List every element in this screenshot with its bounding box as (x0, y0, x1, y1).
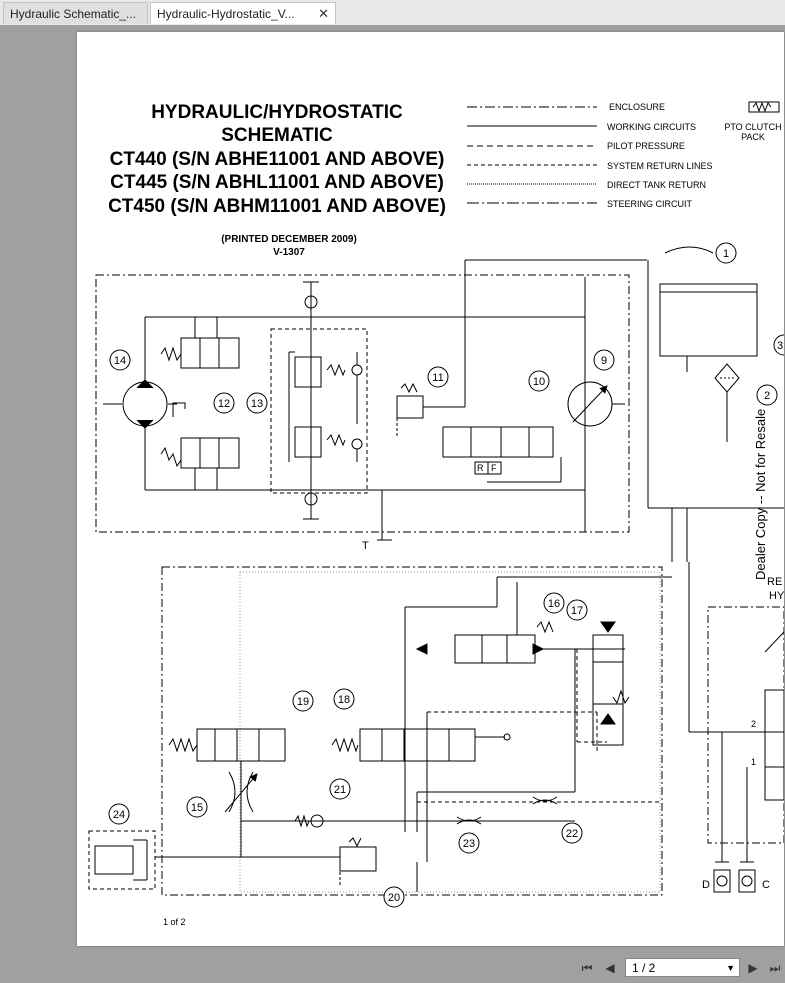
callout-18: 18 (333, 688, 355, 710)
svg-text:17: 17 (571, 605, 583, 617)
svg-text:23: 23 (463, 838, 475, 850)
callout-23: 23 (458, 832, 480, 854)
first-page-icon[interactable]: ⏮ (581, 961, 593, 975)
svg-text:19: 19 (297, 696, 309, 708)
partial-re-label: RE (767, 576, 782, 588)
callout-3: 3 (773, 334, 784, 356)
svg-text:9: 9 (601, 355, 607, 367)
right-partial-circuit (688, 562, 784, 893)
legend-pilot: PILOT PRESSURE (607, 141, 685, 151)
callout-21: 21 (329, 778, 351, 800)
pdf-page: HYDRAULIC/HYDROSTATIC SCHEMATIC CT440 (S… (77, 32, 784, 946)
lower-circuit (88, 566, 672, 896)
reservoir (647, 246, 784, 562)
svg-text:13: 13 (251, 398, 263, 410)
svg-text:21: 21 (334, 784, 346, 796)
svg-text:14: 14 (114, 355, 126, 367)
legend-working: WORKING CIRCUITS (607, 122, 696, 132)
callout-19: 19 (292, 690, 314, 712)
title-line-1: HYDRAULIC/HYDROSTATIC (151, 102, 403, 123)
svg-text:24: 24 (113, 809, 125, 821)
tab-label: Hydraulic Schematic_... (10, 7, 137, 21)
pto-label-2: PACK (741, 132, 765, 142)
title-line-5: CT450 (S/N ABHM11001 AND ABOVE) (108, 196, 446, 217)
tab-bar: Hydraulic Schematic_... Hydraulic-Hydros… (0, 0, 785, 26)
svg-text:18: 18 (338, 694, 350, 706)
dealer-copy-watermark: Dealer Copy -- Not for Resale (753, 409, 768, 580)
svg-text:20: 20 (388, 892, 400, 904)
legend-return: SYSTEM RETURN LINES (607, 161, 713, 171)
legend: ENCLOSURE WORKING CIRCUITS PILOT PRESSUR… (467, 101, 782, 209)
callout-16: 16 (543, 592, 565, 614)
pto-label-1: PTO CLUTCH (724, 122, 781, 132)
callout-2: 2 (756, 384, 778, 406)
tab-hydraulic-schematic[interactable]: Hydraulic Schematic_... (3, 2, 148, 24)
callouts: 1 2 3 9 10 11 12 13 14 15 16 17 18 19 20… (108, 242, 784, 908)
callout-17: 17 (566, 599, 588, 621)
document-viewer[interactable]: HYDRAULIC/HYDROSTATIC SCHEMATIC CT440 (S… (0, 25, 785, 952)
chevron-down-icon: ▼ (726, 963, 735, 973)
callout-1: 1 (715, 242, 737, 264)
viewer-toolbar: ⏮ ◀ 1 / 2 ▼ ▶ ⏭ (0, 952, 785, 983)
svg-text:2: 2 (764, 390, 770, 402)
port-labels: R F D C 2 1 RE HY 1 of 2 (163, 463, 784, 927)
port-r-label: R (477, 463, 484, 473)
legend-tank: DIRECT TANK RETURN (607, 180, 706, 190)
printed-date: (PRINTED DECEMBER 2009) (221, 234, 357, 245)
last-page-icon[interactable]: ⏭ (769, 961, 781, 975)
svg-text:3: 3 (777, 340, 783, 352)
upper-circuit: T (95, 259, 647, 552)
callout-10: 10 (528, 370, 550, 392)
callout-12: 12 (213, 392, 235, 414)
callout-9: 9 (593, 349, 615, 371)
port-2-label: 2 (751, 719, 756, 729)
svg-text:12: 12 (218, 398, 230, 410)
next-page-icon[interactable]: ▶ (748, 961, 758, 975)
close-icon[interactable]: ✕ (318, 6, 329, 21)
callout-11: 11 (427, 366, 449, 388)
port-c-label: C (762, 879, 770, 891)
tank-label: T (362, 540, 369, 552)
callout-22: 22 (561, 822, 583, 844)
port-d-label: D (702, 879, 710, 891)
schematic-drawing: HYDRAULIC/HYDROSTATIC SCHEMATIC CT440 (S… (88, 101, 784, 927)
callout-15: 15 (186, 796, 208, 818)
callout-13: 13 (246, 392, 268, 414)
callout-14: 14 (109, 349, 131, 371)
svg-text:1: 1 (723, 248, 729, 260)
svg-text:15: 15 (191, 802, 203, 814)
title-line-3: CT440 (S/N ABHE11001 AND ABOVE) (110, 149, 445, 170)
partial-hy-label: HY (769, 590, 784, 602)
tab-hydraulic-hydrostatic[interactable]: Hydraulic-Hydrostatic_V... ✕ (150, 2, 336, 24)
callout-24: 24 (108, 803, 130, 825)
title-line-4: CT445 (S/N ABHL11001 AND ABOVE) (110, 172, 444, 193)
port-1-label: 1 (751, 757, 756, 767)
title-line-2: SCHEMATIC (221, 125, 333, 146)
port-f-label: F (491, 463, 497, 473)
svg-text:16: 16 (548, 598, 560, 610)
page-label: 1 of 2 (163, 917, 186, 927)
svg-text:11: 11 (432, 372, 443, 384)
legend-enclosure: ENCLOSURE (609, 102, 665, 112)
callout-20: 20 (383, 886, 405, 908)
document-code: V-1307 (273, 247, 305, 258)
legend-steering: STEERING CIRCUIT (607, 199, 693, 209)
prev-page-icon[interactable]: ◀ (605, 961, 615, 975)
page-indicator: 1 / 2 (632, 961, 656, 975)
tab-label: Hydraulic-Hydrostatic_V... (157, 7, 295, 21)
page-number-select[interactable]: 1 / 2 ▼ (625, 958, 740, 977)
svg-text:22: 22 (566, 828, 578, 840)
svg-text:10: 10 (533, 376, 545, 388)
